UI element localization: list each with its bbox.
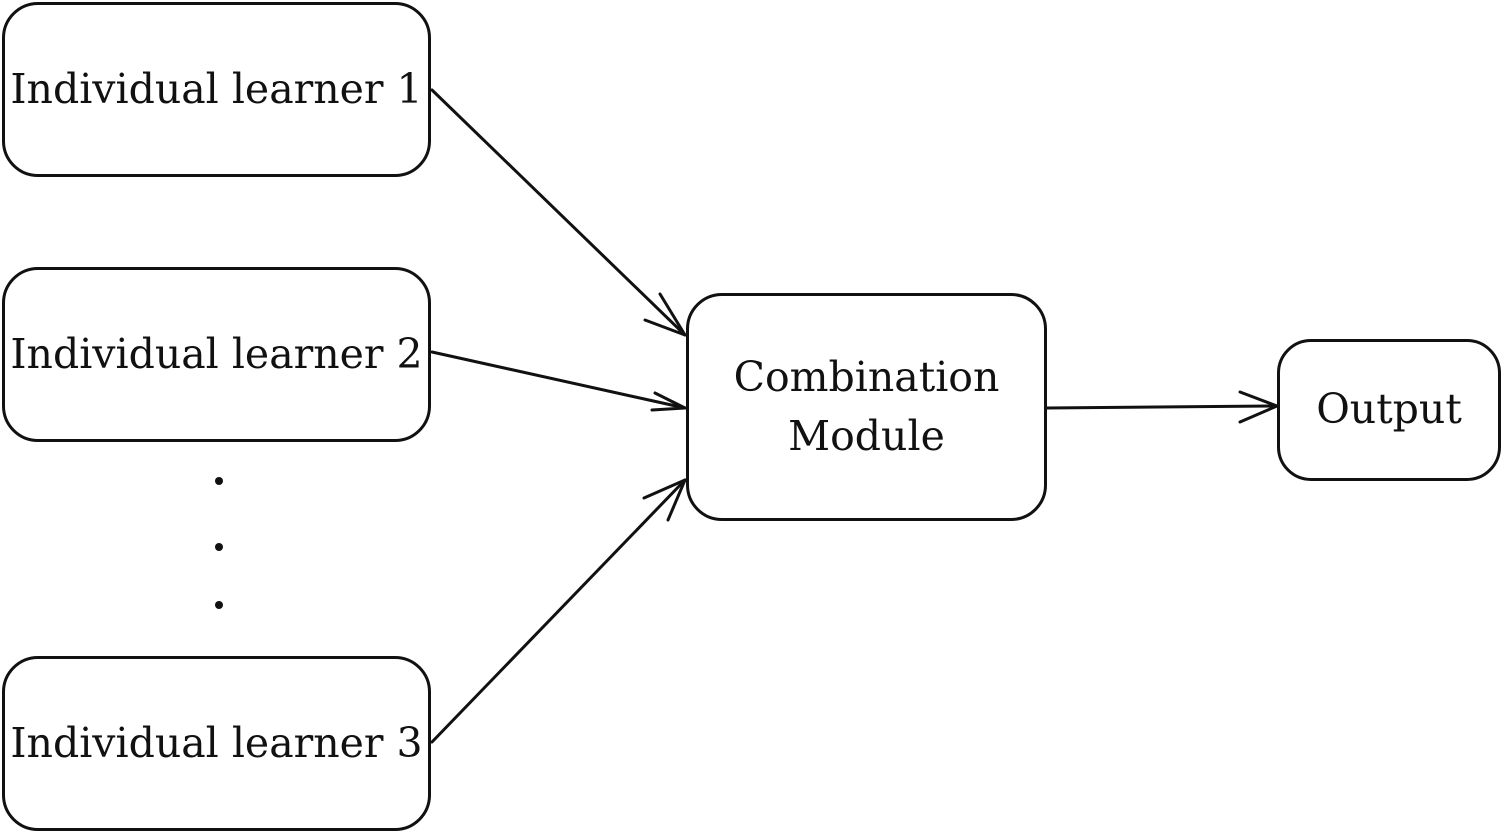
edge-learner2-to-combination [430, 350, 687, 412]
ellipsis-dot [215, 477, 223, 485]
edge-learner1-to-combination [430, 88, 687, 337]
output-box: Output [1277, 339, 1501, 481]
combination-module-line2: Module [788, 412, 945, 460]
combination-module-label: Combination Module [734, 348, 1000, 467]
edge-combination-to-output [1045, 390, 1279, 424]
individual-learner-1-label: Individual learner 1 [10, 64, 423, 113]
individual-learner-2-box: Individual learner 2 [2, 267, 431, 442]
individual-learner-2-label: Individual learner 2 [10, 329, 423, 378]
combination-module-line1: Combination [733, 352, 1000, 401]
individual-learner-3-label: Individual learner 3 [10, 718, 423, 767]
ellipsis-dot [215, 601, 223, 609]
output-label: Output [1316, 385, 1462, 434]
individual-learner-3-box: Individual learner 3 [2, 656, 431, 831]
combination-module-box: Combination Module [686, 293, 1047, 521]
ellipsis-dot [215, 543, 223, 551]
edge-learner3-to-combination [430, 478, 687, 744]
individual-learner-1-box: Individual learner 1 [2, 2, 431, 177]
